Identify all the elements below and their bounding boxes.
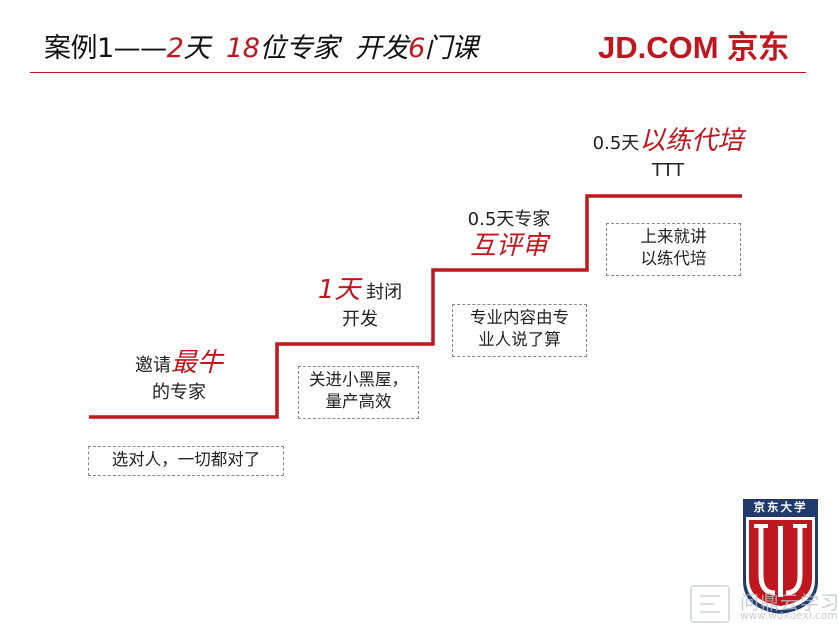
title-experts-text: 位专家 <box>259 33 339 64</box>
step-1-line2: 的专家 <box>152 382 206 403</box>
step-3-note-line-1: 专业内容由专 <box>470 308 569 327</box>
title-experts-num: 18 <box>226 33 260 64</box>
step-3-label: 0.5天专家 互评审 <box>434 206 584 262</box>
jd-logo: JD.COM 京东 <box>598 30 790 65</box>
step-2-note-line-1: 关进小黑屋， <box>309 370 408 389</box>
watermark-icon <box>690 585 730 623</box>
title-courses-text: 门课 <box>424 33 479 64</box>
title-days-unit: 天 <box>183 33 210 64</box>
step-2-line2: 开发 <box>342 309 378 330</box>
step-4-label: 0.5天以练代培 TTT <box>578 128 758 184</box>
step-2-post: 封闭 <box>360 282 403 303</box>
step-4-emph: 以练代培 <box>639 126 744 156</box>
watermark-url: www.wdxuexi.com <box>740 610 838 622</box>
step-1-note: 选对人，一切都对了 <box>88 446 284 476</box>
step-4-note: 上来就讲 以练代培 <box>606 223 741 276</box>
title-prefix: 案例1—— <box>44 33 167 64</box>
step-1-label: 邀请最牛 的专家 <box>104 350 254 406</box>
step-4-line2: TTT <box>651 160 685 181</box>
title-dev-text: 开发 <box>355 33 409 64</box>
title-days-num: 2 <box>166 33 184 64</box>
step-4-note-line-1: 上来就讲 <box>640 227 707 246</box>
staircase-line <box>89 194 742 419</box>
header-divider <box>30 72 806 73</box>
step-4-note-line-2: 以练代培 <box>640 249 707 268</box>
watermark-text: 问鼎云学习 <box>740 592 839 614</box>
step-2-note-line-2: 量产高效 <box>325 392 392 411</box>
step-2-label: 1天 封闭 开发 <box>285 277 435 333</box>
page-title: 案例1——2天 18位专家 开发6门课 <box>44 26 478 65</box>
step-2-emph: 1天 <box>317 275 361 305</box>
step-1-emph: 最牛 <box>170 348 223 378</box>
step-2-note: 关进小黑屋， 量产高效 <box>298 366 419 419</box>
step-3-note: 专业内容由专 业人说了算 <box>452 304 587 357</box>
step-3-emph: 互评审 <box>469 231 548 261</box>
step-3-line1: 0.5天专家 <box>467 209 551 230</box>
title-courses-num: 6 <box>408 33 425 64</box>
step-4-pre: 0.5天 <box>592 133 640 154</box>
step-1-pre: 邀请 <box>134 355 171 376</box>
logo-text: 京东大学 <box>753 500 808 514</box>
step-3-note-line-2: 业人说了算 <box>478 330 561 349</box>
jd-university-logo <box>743 499 818 614</box>
step-1-note-line-1: 选对人，一切都对了 <box>111 450 261 469</box>
